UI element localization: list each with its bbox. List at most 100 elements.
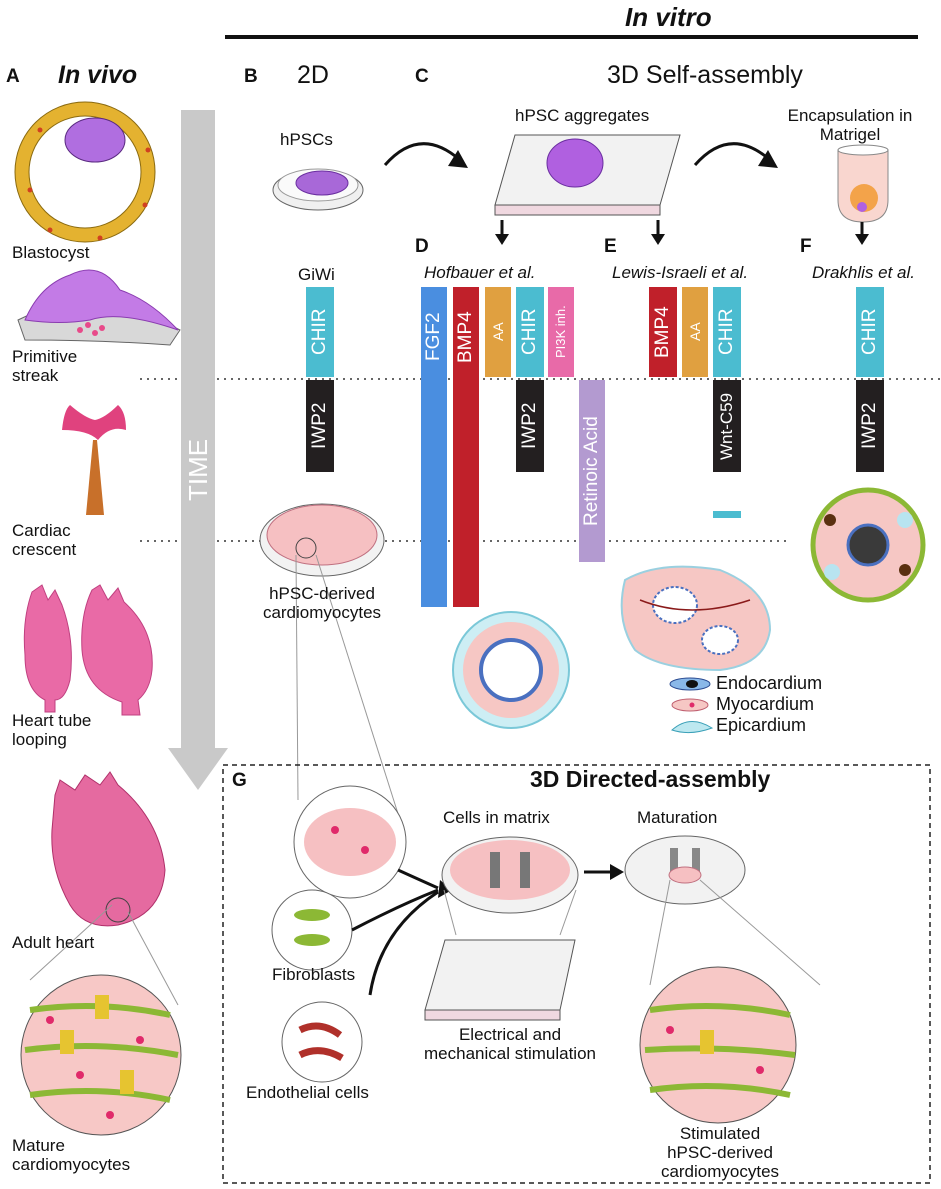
label-looping: looping (12, 730, 67, 749)
endothelial-circle (281, 1001, 363, 1083)
bar-chir-e-short (713, 511, 741, 518)
bar-chir-d (516, 287, 544, 377)
in-vitro-header: In vitro (625, 2, 712, 32)
label-stim-2: mechanical stimulation (424, 1044, 596, 1063)
panel-b-letter: B (244, 66, 258, 87)
label-giwi: GiWi (298, 265, 335, 284)
bar-fgf2 (421, 287, 447, 607)
factor-wntc59: Wnt-C59 (717, 392, 736, 460)
panel-b-title: 2D (297, 61, 329, 89)
stim-well-plate (424, 939, 576, 1021)
panel-a-title: In vivo (58, 61, 138, 89)
label-cardiac: Cardiac (12, 521, 71, 540)
organoid-e-illustration (620, 565, 772, 672)
label-result-1: Stimulated (679, 1124, 761, 1143)
organoid-d-illustration (452, 611, 570, 729)
label-maturation: Maturation (637, 808, 718, 827)
panel-f-letter: F (800, 236, 812, 257)
bar-chir-f (856, 287, 884, 377)
factor-iwp2-f: IWP2 (859, 402, 880, 450)
label-mature: Mature (12, 1136, 65, 1155)
bar-iwp2-d (516, 380, 544, 472)
bar-aa-e (682, 287, 708, 377)
bar-wntc59 (713, 380, 741, 472)
legend-endocardium: Endocardium (716, 673, 823, 693)
label-cells-in-matrix: Cells in matrix (443, 808, 550, 827)
heart-tube-illustration (23, 584, 153, 716)
bar-iwp2-f (856, 380, 884, 472)
panel-d-letter: D (415, 236, 429, 257)
factor-aa-e: AA (687, 322, 703, 342)
matrigel-tube-illustration (837, 144, 889, 223)
label-cardiomyocytes: cardiomyocytes (12, 1155, 131, 1174)
mature-cardiomyocytes-illustration (20, 974, 182, 1136)
cells-in-matrix-dish (441, 836, 579, 914)
factor-aa-d: AA (490, 322, 506, 342)
panel-c-letter: C (415, 66, 429, 87)
legend-myocardium: Myocardium (716, 694, 815, 714)
label-streak: streak (12, 366, 59, 385)
label-derived-1: hPSC-derived (269, 584, 375, 603)
well-plate-illustration (494, 134, 681, 216)
hpsc-dish-illustration (272, 168, 364, 211)
legend-epicardium: Epicardium (716, 715, 807, 735)
label-endothelial: Endothelial cells (246, 1083, 369, 1102)
bar-iwp2-b (306, 380, 334, 472)
panel-c-title: 3D Self-assembly (607, 61, 803, 89)
organoid-f-illustration (810, 487, 926, 603)
factor-retinoic: Retinoic Acid (581, 416, 602, 526)
label-hpscs: hPSCs (280, 130, 333, 149)
label-encapsulation-1: Encapsulation in (787, 106, 913, 125)
panel-g-letter: G (232, 770, 247, 791)
label-aggregates: hPSC aggregates (515, 106, 650, 125)
label-encapsulation-2: Matrigel (819, 125, 881, 144)
time-label: TIME (183, 438, 213, 502)
factor-bmp4-e: BMP4 (652, 306, 673, 358)
panel-g-title: 3D Directed-assembly (530, 766, 771, 792)
directed-assembly-box (222, 764, 931, 1184)
maturation-dish (624, 835, 746, 905)
curved-arrow-2 (693, 142, 771, 166)
label-primitive: Primitive (12, 347, 78, 366)
legend-icons (669, 677, 714, 734)
factor-chir-d: CHIR (519, 308, 540, 356)
bar-aa (485, 287, 511, 377)
label-crescent: crescent (12, 540, 77, 559)
g-cardiomyocyte-circle (293, 785, 407, 899)
label-stim-1: Electrical and (458, 1025, 562, 1044)
stimulated-cardiomyocytes-circle (639, 966, 797, 1124)
factor-chir-b: CHIR (309, 308, 330, 356)
bar-chir-e (713, 287, 741, 377)
bar-pi3k (548, 287, 574, 377)
factor-iwp2-b: IWP2 (309, 402, 330, 450)
panel-f-ref: Drakhlis et al. (812, 263, 915, 282)
panel-e-letter: E (604, 236, 617, 257)
label-fibroblasts: Fibroblasts (272, 965, 356, 984)
label-result-3: cardiomyocytes (660, 1162, 780, 1181)
bar-chir-b (306, 287, 334, 377)
cardiac-crescent-illustration (62, 405, 126, 515)
primitive-streak-illustration (17, 269, 181, 346)
factor-chir-f: CHIR (859, 308, 880, 356)
bar-retinoic (579, 380, 605, 562)
bar-bmp4-e (649, 287, 677, 377)
factor-bmp4-d: BMP4 (455, 311, 476, 363)
label-result-2: hPSC-derived (667, 1143, 773, 1162)
factor-chir-e: CHIR (716, 308, 737, 356)
curved-arrow-1 (383, 142, 461, 166)
cardiomyocyte-dish-illustration (259, 503, 385, 577)
bar-bmp4 (453, 287, 479, 607)
panel-a-letter: A (6, 66, 20, 87)
label-derived-2: cardiomyocytes (262, 603, 382, 622)
factor-pi3k: PI3K inh. (553, 305, 568, 359)
panel-e-ref: Lewis-Israeli et al. (612, 263, 749, 282)
label-heart-tube: Heart tube (12, 711, 92, 730)
time-arrow (168, 110, 228, 790)
label-blastocyst: Blastocyst (12, 243, 90, 262)
label-adult-heart: Adult heart (12, 933, 95, 952)
factor-iwp2-d: IWP2 (519, 402, 540, 450)
adult-heart-illustration (51, 771, 166, 927)
blastocyst-illustration (14, 101, 156, 243)
factor-fgf2: FGF2 (423, 312, 444, 362)
panel-d-ref: Hofbauer et al. (424, 263, 536, 282)
